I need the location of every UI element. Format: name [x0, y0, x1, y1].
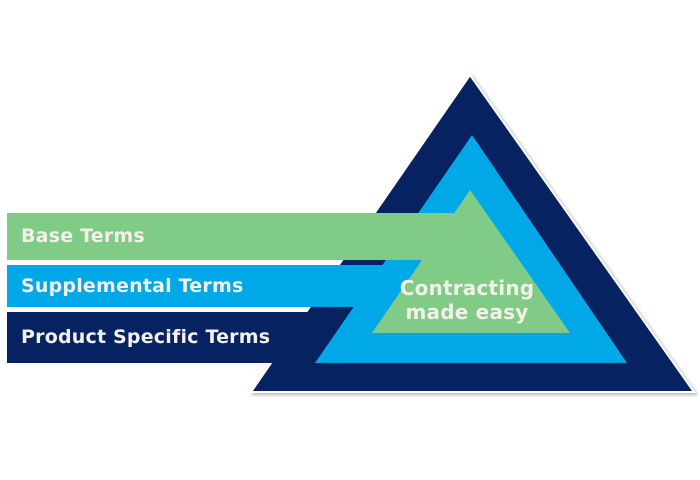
product-specific-terms-arrow — [7, 312, 360, 363]
pyramid-center-label: Contracting made easy — [357, 276, 577, 324]
center-label-line1: Contracting — [399, 276, 535, 300]
supplemental-terms-label: Supplemental Terms — [21, 275, 244, 297]
supplemental-terms-arrow — [7, 265, 430, 307]
center-label-line2: made easy — [405, 300, 529, 324]
base-terms-label: Base Terms — [21, 225, 145, 247]
base-terms-arrow — [7, 213, 470, 260]
pyramid-inner-layer — [372, 190, 570, 333]
product-specific-terms-label: Product Specific Terms — [21, 326, 271, 348]
